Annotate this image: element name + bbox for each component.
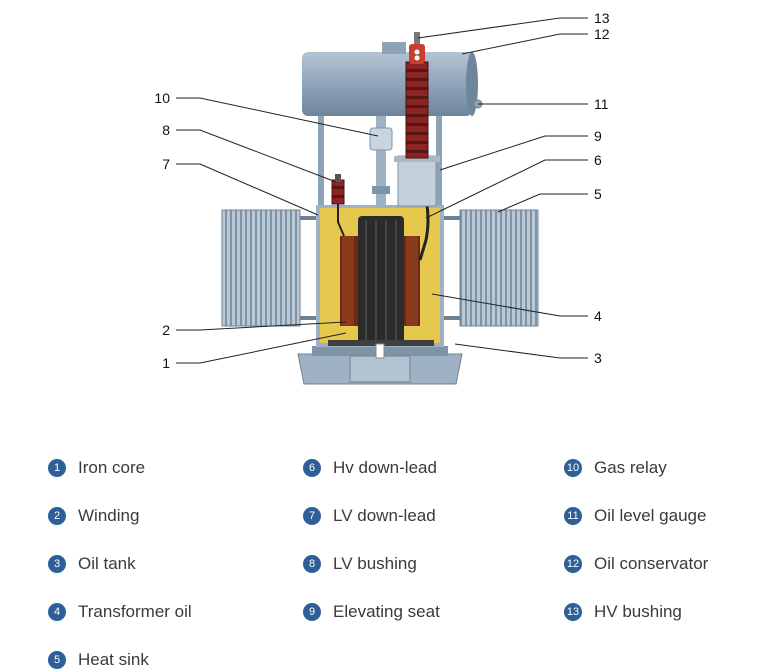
legend-label: LV bushing: [333, 554, 417, 573]
legend-item: 4 Transformer oil: [48, 600, 192, 624]
legend-badge: 9: [303, 603, 321, 621]
legend-label: Transformer oil: [78, 602, 192, 621]
legend-label: Oil tank: [78, 554, 136, 573]
lv-bushing: [331, 174, 345, 205]
legend-item: 6 Hv down-lead: [303, 456, 437, 480]
legend: 1 Iron core 2 Winding 3 Oil tank 4 Trans…: [0, 448, 759, 672]
callout-9: 9: [594, 128, 602, 144]
legend-item: 12 Oil conservator: [564, 552, 708, 576]
callout-13: 13: [594, 10, 610, 26]
oil-conservator: [302, 42, 478, 116]
legend-badge: 1: [48, 459, 66, 477]
heat-sink-right: [459, 209, 539, 327]
legend-item: 9 Elevating seat: [303, 600, 440, 624]
callout-8: 8: [162, 122, 170, 138]
legend-label: Winding: [78, 506, 140, 525]
legend-item: 10 Gas relay: [564, 456, 667, 480]
legend-badge: 7: [303, 507, 321, 525]
heat-sink-left: [221, 209, 301, 327]
legend-label: HV bushing: [594, 602, 682, 621]
legend-item: 11 Oil level gauge: [564, 504, 706, 528]
legend-label: Iron core: [78, 458, 146, 477]
hv-bushing: [405, 32, 429, 159]
callout-11: 11: [594, 96, 609, 112]
legend-badge: 4: [48, 603, 66, 621]
callout-leaders: [176, 17, 588, 364]
transformer-diagram: 1 2 3 4 5 6 7 8 9 10 11 12 13: [154, 10, 610, 385]
legend-item: 5 Heat sink: [48, 648, 149, 672]
callout-1: 1: [162, 355, 170, 371]
legend-label: LV down-lead: [333, 506, 436, 525]
legend-label: Elevating seat: [333, 602, 440, 621]
callout-2: 2: [162, 322, 170, 338]
legend-label: Heat sink: [78, 650, 149, 669]
legend-label: Gas relay: [594, 458, 667, 477]
legend-item: 1 Iron core: [48, 456, 145, 480]
legend-item: 7 LV down-lead: [303, 504, 436, 528]
legend-label: Hv down-lead: [333, 458, 437, 477]
legend-badge: 11: [564, 507, 582, 525]
callout-10: 10: [154, 90, 170, 106]
legend-badge: 10: [564, 459, 582, 477]
callout-4: 4: [594, 308, 602, 324]
iron-core: [358, 216, 404, 344]
callout-12: 12: [594, 26, 610, 42]
legend-badge: 3: [48, 555, 66, 573]
callout-7: 7: [162, 156, 170, 172]
legend-label: Oil conservator: [594, 554, 709, 573]
legend-item: 13 HV bushing: [564, 600, 682, 624]
callout-3: 3: [594, 350, 602, 366]
lv-down-lead: [337, 204, 345, 237]
elevating-seat: [394, 155, 440, 207]
legend-item: 2 Winding: [48, 504, 139, 528]
legend-badge: 2: [48, 507, 66, 525]
gas-relay: [369, 112, 393, 206]
legend-badge: 13: [564, 603, 582, 621]
legend-badge: 6: [303, 459, 321, 477]
legend-item: 3 Oil tank: [48, 552, 136, 576]
legend-item: 8 LV bushing: [303, 552, 417, 576]
legend-badge: 12: [564, 555, 582, 573]
legend-badge: 5: [48, 651, 66, 669]
callout-5: 5: [594, 186, 602, 202]
legend-label: Oil level gauge: [594, 506, 707, 525]
callout-6: 6: [594, 152, 602, 168]
legend-badge: 8: [303, 555, 321, 573]
